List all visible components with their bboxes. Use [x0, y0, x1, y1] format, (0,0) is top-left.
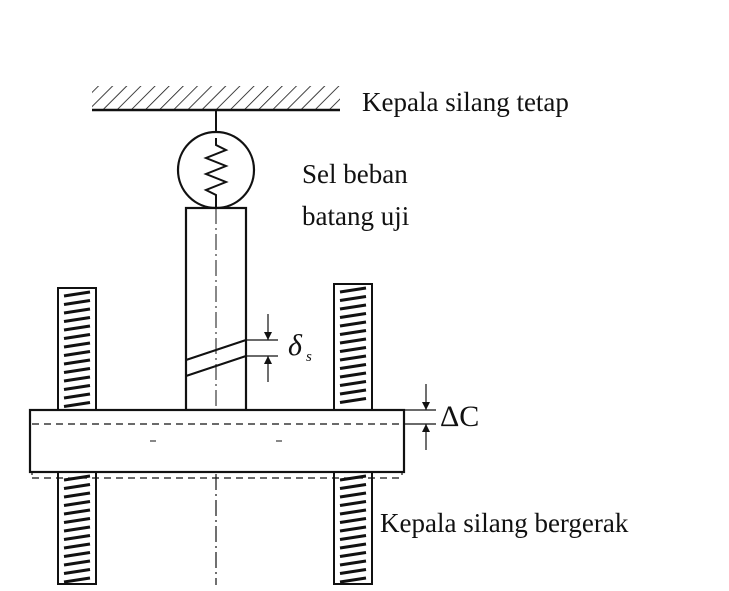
screw-thread	[339, 295, 367, 302]
screw-thread	[339, 525, 367, 533]
screw-thread	[339, 346, 367, 353]
load-cell	[176, 130, 256, 210]
screw-thread	[339, 337, 367, 345]
screw-thread	[63, 392, 91, 400]
screw-thread	[63, 525, 91, 533]
screw-thread	[63, 358, 91, 366]
screw-thread	[63, 299, 91, 306]
screw-thread	[339, 312, 367, 319]
load-cell-label: Sel beban	[302, 159, 408, 189]
screw-thread	[339, 371, 367, 379]
screw-thread	[63, 384, 91, 391]
screw-thread	[63, 542, 91, 550]
screw-thread	[339, 320, 367, 328]
screw-thread	[63, 401, 91, 408]
test-bar	[184, 206, 248, 412]
crosshead-displacement-symbol: ΔC	[440, 400, 480, 433]
screw-thread	[63, 576, 91, 584]
screw-thread	[63, 316, 91, 323]
screw-thread	[339, 380, 367, 387]
screw-thread	[339, 500, 367, 507]
moving-crosshead	[28, 408, 406, 479]
screw-thread	[339, 576, 367, 584]
screw-thread	[63, 375, 91, 383]
screw-thread	[339, 517, 367, 524]
screw-thread	[339, 329, 367, 336]
test-bar-label: batang uji	[302, 201, 410, 231]
screw-thread	[63, 307, 91, 315]
screw-thread	[339, 474, 367, 482]
screw-thread	[63, 483, 91, 490]
fixed-crosshead-label: Kepala silang tetap	[362, 87, 569, 117]
crosshead-displacement-markers	[404, 384, 436, 450]
screw-thread	[339, 303, 367, 311]
screw-thread	[63, 341, 91, 349]
moving-crosshead-label: Kepala silang bergerak	[380, 508, 629, 538]
screw-thread	[63, 290, 91, 298]
screw-thread	[63, 350, 91, 357]
screw-thread	[339, 534, 367, 541]
screw-thread	[339, 286, 367, 294]
screw-thread	[339, 559, 367, 567]
screw-thread	[63, 324, 91, 332]
screw-thread	[339, 397, 367, 404]
fixed-crosshead	[92, 86, 340, 112]
specimen-extension-symbol: δ	[288, 329, 302, 362]
screw-thread	[63, 559, 91, 567]
screw-thread	[63, 534, 91, 541]
screw-thread	[339, 551, 367, 558]
screw-thread	[63, 508, 91, 516]
screw-thread	[63, 491, 91, 499]
screw-thread	[63, 500, 91, 507]
screw-thread	[339, 542, 367, 550]
screw-thread	[63, 333, 91, 340]
screw-thread	[63, 474, 91, 482]
screw-thread	[339, 363, 367, 370]
screw-thread	[339, 354, 367, 362]
screw-thread	[339, 388, 367, 396]
screw-thread	[339, 568, 367, 575]
screw-thread	[63, 568, 91, 575]
screw-thread	[339, 508, 367, 516]
specimen-extension-markers	[246, 314, 278, 382]
screw-thread	[63, 551, 91, 558]
screw-thread	[339, 491, 367, 499]
screw-thread	[339, 483, 367, 490]
screw-thread	[63, 517, 91, 524]
specimen-extension-subscript: s	[306, 349, 312, 365]
screw-thread	[63, 367, 91, 374]
right-screw-column	[333, 283, 373, 585]
left-screw-column	[57, 287, 97, 585]
